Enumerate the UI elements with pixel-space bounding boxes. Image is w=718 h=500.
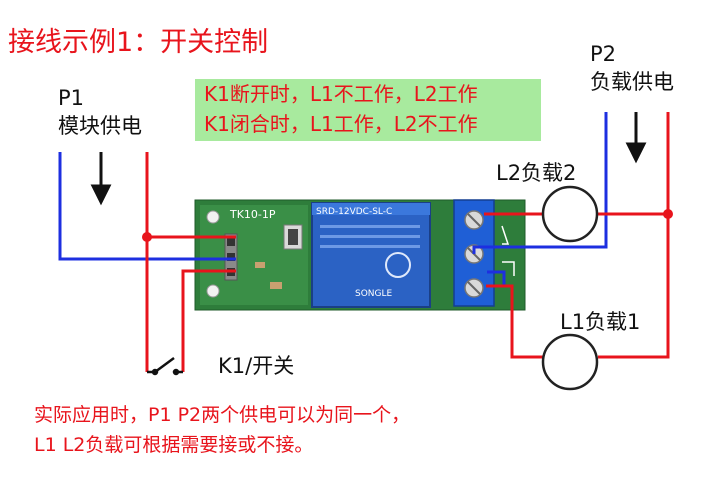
p1-negative-wire <box>58 152 236 261</box>
usage-note-line2: L1 L2负载可根据需要接或不接。 <box>34 434 314 456</box>
mounting-hole <box>206 284 220 298</box>
conditions-box: K1断开时，L1不工作，L2工作 K1闭合时，L1工作，L2不工作 <box>195 79 541 141</box>
p1-description: 模块供电 <box>58 114 142 138</box>
junction-dot <box>663 209 673 219</box>
relay-brand: SONGLE <box>355 289 393 299</box>
load2-lamp <box>541 185 599 243</box>
switch-k1-label: K1/开关 <box>218 354 295 378</box>
relay-marking: SRD-12VDC-SL-C <box>316 207 392 217</box>
diagram-title: 接线示例1：开关控制 <box>8 27 269 58</box>
p2-label: P2 <box>590 42 617 66</box>
load1-lamp <box>541 333 599 391</box>
load1-wire <box>486 284 544 359</box>
condition-k1-open: K1断开时，L1不工作，L2工作 <box>204 82 478 106</box>
load1-label: L1负载1 <box>560 310 641 334</box>
load2-label: L2负载2 <box>496 161 577 185</box>
usage-note: 实际应用时，P1 P2两个供电可以为同一个， L1 L2负载可根据需要接或不接。 <box>34 400 410 460</box>
junction-dot <box>142 232 152 242</box>
p2-load-power-label: P2 负载供电 <box>590 40 674 96</box>
p2-negative-wire <box>472 112 608 254</box>
load2-to-no-wire <box>487 270 506 285</box>
mounting-hole <box>206 210 220 224</box>
p1-module-power-label: P1 模块供电 <box>58 84 142 140</box>
p1-label: P1 <box>58 86 85 110</box>
p1-current-arrow-icon <box>90 152 112 206</box>
k1-to-module-wire <box>181 269 236 372</box>
p2-positive-wire <box>598 112 670 359</box>
p2-current-arrow-icon <box>625 112 647 164</box>
usage-note-line1: 实际应用时，P1 P2两个供电可以为同一个， <box>34 404 411 426</box>
condition-k1-closed: K1闭合时，L1工作，L2不工作 <box>204 112 478 136</box>
p2-description: 负载供电 <box>590 70 674 94</box>
relay <box>311 202 431 308</box>
switch-k1 <box>147 356 183 376</box>
module-marking: TK10-1P <box>229 208 276 221</box>
